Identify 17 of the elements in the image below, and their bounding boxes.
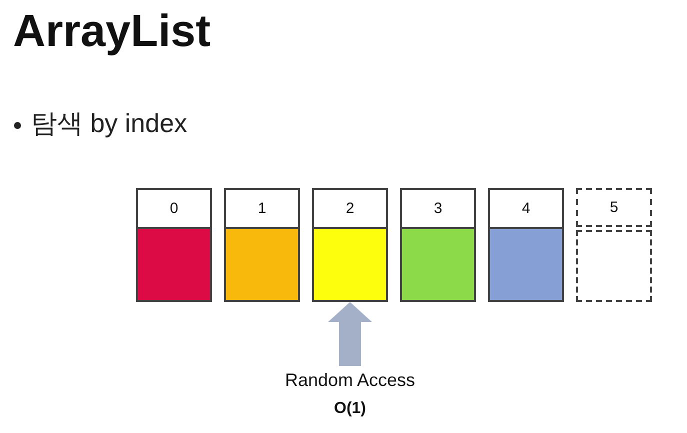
arrow: [328, 302, 372, 366]
index-box: 2: [312, 188, 388, 229]
value-block: [400, 229, 476, 302]
title: ArrayList: [13, 4, 211, 58]
index-box: 5: [576, 188, 652, 227]
index-box: 4: [488, 188, 564, 229]
value-block: [488, 229, 564, 302]
caption-text: Random Access: [284, 370, 416, 390]
index-box: 0: [136, 188, 212, 229]
list-item-text: 탐색 by index: [31, 107, 188, 140]
index-box: 3: [400, 188, 476, 229]
value-block: [224, 229, 300, 302]
empty-slot: [576, 230, 652, 302]
complexity-text: O(1): [334, 399, 366, 419]
value-block: [312, 229, 388, 302]
index-box: 1: [224, 188, 300, 229]
value-block: [136, 229, 212, 302]
